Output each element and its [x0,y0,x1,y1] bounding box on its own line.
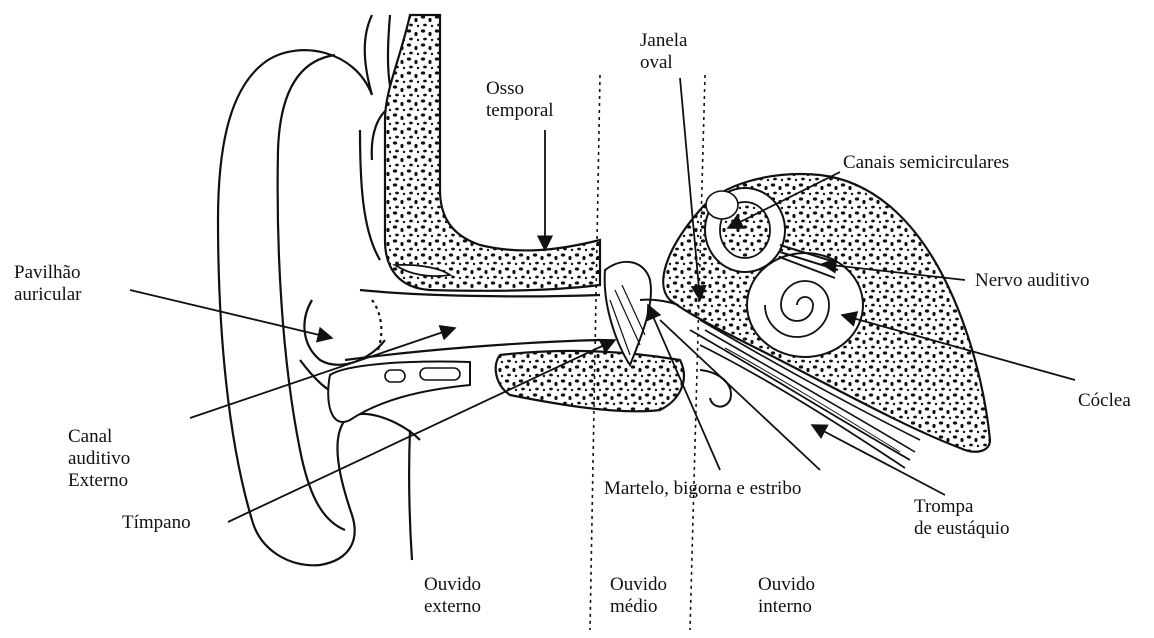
label-nervo: Nervo auditivo [975,270,1090,292]
label-pavilhao-1: Pavilhão [14,262,81,284]
label-martelo: Martelo, bigorna e estribo [604,478,801,500]
label-externo-2: externo [424,596,481,618]
label-medio-2: médio [610,596,658,618]
label-interno-2: interno [758,596,812,618]
label-trompa-2: de eustáquio [914,518,1010,540]
trompa-arrow [812,425,945,495]
label-medio-1: Ouvido [610,574,667,596]
label-osso-2: temporal [486,100,554,122]
label-canal-1: Canal [68,426,112,448]
label-coclea: Cóclea [1078,390,1131,412]
temporal-bone-upper [385,15,600,291]
temporal-bone-lower [328,351,731,422]
label-pavilhao-2: auricular [14,284,82,306]
ear-canal [345,290,600,360]
pavilhao-arrow [130,290,332,338]
label-canal-2: auditivo [68,448,130,470]
label-osso-1: Osso [486,78,524,100]
label-interno-1: Ouvido [758,574,815,596]
label-timpano: Tímpano [122,512,191,534]
label-janela-1: Janela [640,30,687,52]
label-trompa-1: Trompa [914,496,973,518]
label-externo-1: Ouvido [424,574,481,596]
label-canais: Canais semicirculares [843,152,1009,174]
label-canal-3: Externo [68,470,128,492]
label-janela-2: oval [640,52,673,74]
